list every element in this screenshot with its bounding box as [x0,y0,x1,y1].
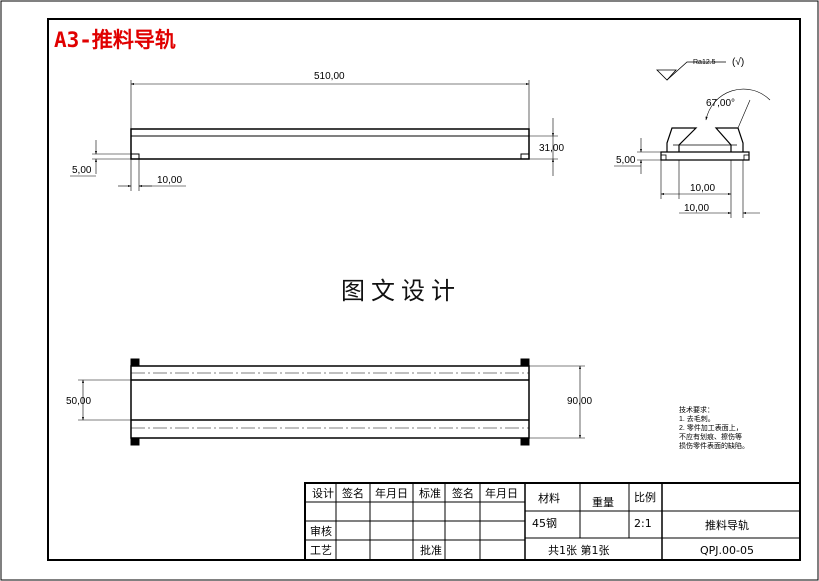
tech-notes: 技术要求： 1. 去毛刺。 2. 零件加工表面上， 不应有划痕、擦伤等 损伤零件… [679,405,749,450]
tb-review: 审核 [310,524,332,538]
dim-plan-total: 90,00 [567,396,592,407]
tb-header-date2: 年月日 [485,486,518,500]
tb-header-sign: 签名 [342,486,364,500]
tb-header-standard: 标准 [419,486,441,500]
tb-header-date: 年月日 [375,486,408,500]
roughness-note: (√) [732,56,744,68]
roughness-value: Ra12.5 [693,59,716,66]
tech-note-line: 1. 去毛刺。 [679,414,715,423]
side-view [614,88,771,218]
tech-note-line: 技术要求： [679,405,714,414]
tb-header-sign2: 签名 [452,486,474,500]
tb-material: 45钢 [532,517,557,530]
dim-side-width-b: 10,00 [684,203,709,214]
tb-weight-label: 重量 [592,495,614,509]
dim-plan-width: 50,00 [66,396,91,407]
dim-length: 510,00 [314,71,345,82]
dim-side-offset: 5,00 [616,155,636,166]
tb-process: 工艺 [310,544,332,557]
tb-approve: 批准 [420,543,442,557]
tb-material-label: 材料 [538,491,560,505]
tech-note-line: 2. 零件加工表面上， [679,423,743,432]
tb-scale: 2:1 [634,517,652,530]
dim-left-offset: 5,00 [72,165,92,176]
dim-angle: 67,00° [706,98,735,109]
tb-header-design: 设计 [312,487,334,500]
roughness-symbol [656,61,726,81]
drawing-title: A3-推料导轨 [54,28,176,52]
tb-sheet-info: 共1张 第1张 [548,543,610,557]
dim-side-width-a: 10,00 [690,183,715,194]
tb-scale-label: 比例 [634,490,656,504]
front-view [70,80,558,191]
title-block [304,482,801,561]
tb-part-name: 推料导轨 [705,518,749,532]
dim-foot-width: 10,00 [157,175,182,186]
tb-drawing-no: QPJ.00-05 [700,544,754,557]
tech-note-line: 不应有划痕、擦伤等 [679,432,742,441]
dim-height: 31,00 [539,143,564,154]
plan-view [78,358,585,446]
watermark: 图文设计 [341,277,461,305]
tech-note-line: 损伤零件表面的缺陷。 [679,441,749,450]
